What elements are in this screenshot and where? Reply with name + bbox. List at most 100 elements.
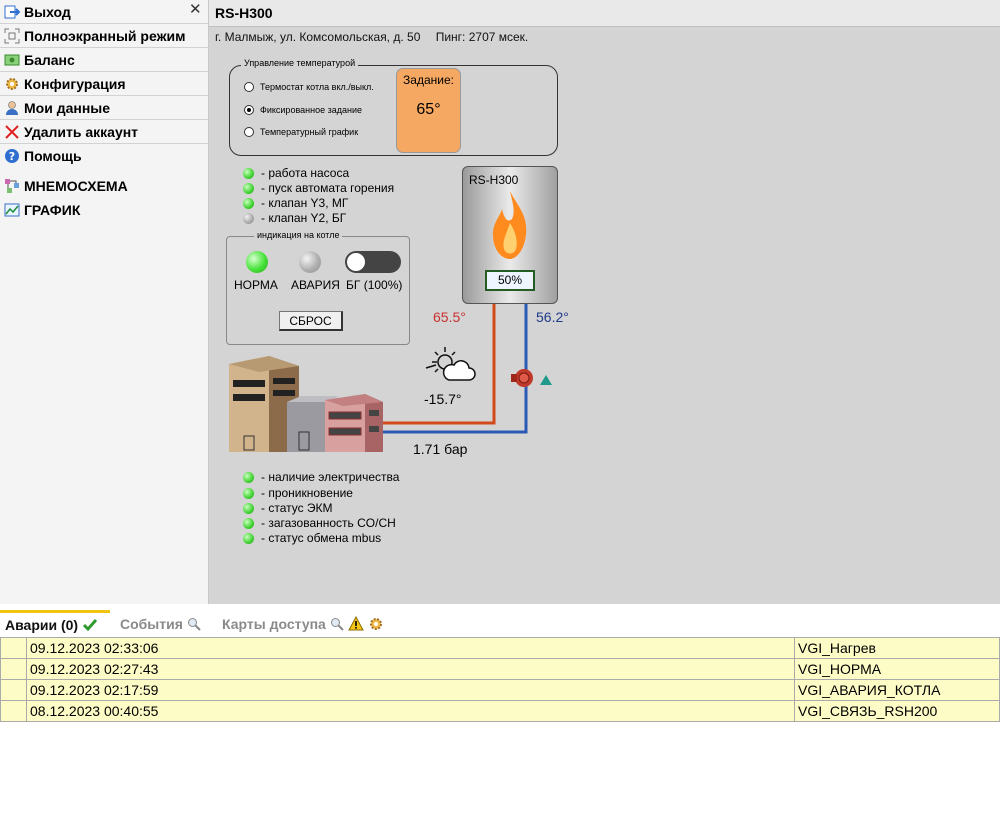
radio-thermostat[interactable]: Термостат котла вкл./выкл. — [244, 82, 374, 92]
status-led-icon — [243, 502, 254, 514]
menu-my-data[interactable]: Мои данные — [0, 96, 208, 120]
weather-sun-cloud-icon — [425, 347, 476, 381]
tab-access-cards[interactable]: Карты доступа — [217, 610, 402, 637]
menu-exit-label: Выход — [24, 3, 71, 20]
table-row[interactable]: 09.12.2023 02:33:06 VGI_Нагрев — [0, 637, 1000, 659]
radio-button[interactable] — [244, 127, 254, 137]
alarm-label: АВАРИЯ — [291, 278, 340, 292]
status-led-icon — [243, 517, 254, 529]
indicator-pump: - работа насоса — [243, 166, 349, 180]
indicator-label: - наличие электричества — [261, 470, 400, 484]
alarm-time-cell: 09.12.2023 02:17:59 — [26, 679, 795, 701]
toggle-knob[interactable] — [347, 253, 365, 271]
indicator-gas: - загазованность CO/CH — [243, 516, 396, 530]
menu-balance[interactable]: Баланс — [0, 48, 208, 72]
alarm-led-icon — [299, 251, 321, 273]
delete-icon — [3, 124, 21, 140]
outdoor-temperature: -15.7° — [424, 391, 462, 407]
alarm-event-cell: VGI_АВАРИЯ_КОТЛА — [794, 679, 1000, 701]
row-marker-cell — [0, 658, 27, 680]
warning-icon[interactable] — [348, 616, 364, 631]
alarm-time-cell: 09.12.2023 02:33:06 — [26, 637, 795, 659]
indicator-label: - проникновение — [261, 486, 353, 500]
info-line: г. Малмыж, ул. Комсомольская, д. 50 Пинг… — [215, 30, 540, 44]
menu-exit[interactable]: Выход — [0, 0, 208, 24]
alarm-event-cell: VGI_Нагрев — [794, 637, 1000, 659]
tab-alarms[interactable]: Аварии (0) — [0, 610, 110, 637]
menu-schema[interactable]: МНЕМОСХЕМА — [0, 174, 208, 198]
status-led-icon — [243, 471, 254, 483]
menu-configuration[interactable]: Конфигурация — [0, 72, 208, 96]
building-icon — [229, 356, 383, 452]
norma-label: НОРМА — [234, 278, 278, 292]
indicator-valve-y2: - клапан Y2, БГ — [243, 211, 346, 225]
table-row[interactable]: 09.12.2023 02:17:59 VGI_АВАРИЯ_КОТЛА — [0, 679, 1000, 701]
supply-temperature: 65.5° — [433, 309, 466, 325]
indicator-label: - клапан Y3, МГ — [261, 196, 349, 210]
tab-events[interactable]: События — [115, 610, 215, 637]
setpoint-label: Задание: — [403, 73, 454, 87]
menu-balance-label: Баланс — [24, 51, 75, 68]
status-led-icon — [243, 167, 254, 179]
main-panel: RS-H300 г. Малмыж, ул. Комсомольская, д.… — [209, 0, 1000, 604]
menu-schema-label: МНЕМОСХЕМА — [24, 178, 128, 194]
radio-thermostat-label: Термостат котла вкл./выкл. — [260, 82, 374, 92]
boiler-indication-legend: индикация на котле — [254, 230, 343, 240]
page-title: RS-H300 — [209, 0, 1000, 27]
status-led-icon — [243, 487, 254, 499]
indicator-valve-y3: - клапан Y3, МГ — [243, 196, 348, 210]
alarms-table: 09.12.2023 02:33:06 VGI_Нагрев 09.12.202… — [0, 637, 1000, 722]
sidebar: ✕ Выход Полноэкранный режим Баланс Конфи… — [0, 0, 209, 604]
exit-icon — [3, 4, 21, 20]
alarm-event-cell: VGI_НОРМА — [794, 658, 1000, 680]
alarm-event-cell: VGI_СВЯЗЬ_RSH200 — [794, 700, 1000, 722]
boiler-name: RS-H300 — [469, 173, 519, 187]
bg-label: БГ (100%) — [346, 278, 403, 292]
row-marker-cell — [0, 637, 27, 659]
chart-icon — [3, 202, 21, 218]
return-temperature: 56.2° — [536, 309, 569, 325]
menu-fullscreen-label: Полноэкранный режим — [24, 27, 186, 44]
status-led-icon — [243, 182, 254, 194]
radio-fixed-setpoint[interactable]: Фиксированное задание — [244, 105, 362, 115]
indicator-electricity: - наличие электричества — [243, 470, 399, 484]
svg-text:?: ? — [9, 150, 15, 163]
search-icon — [330, 617, 344, 631]
radio-temperature-schedule-label: Температурный график — [260, 127, 359, 137]
fullscreen-icon — [3, 28, 21, 44]
return-pipe — [379, 304, 528, 434]
boiler-power-value: 50% — [485, 270, 535, 291]
tab-alarms-label: Аварии (0) — [5, 617, 79, 633]
money-icon — [3, 52, 21, 68]
menu-fullscreen[interactable]: Полноэкранный режим — [0, 24, 208, 48]
radio-button[interactable] — [244, 82, 254, 92]
gear-icon[interactable] — [368, 616, 384, 632]
indicator-label: - загазованность CO/CH — [261, 516, 396, 530]
bg-toggle-switch[interactable] — [345, 251, 401, 273]
flame-icon — [492, 191, 527, 259]
status-led-icon — [243, 212, 254, 224]
menu-help-label: Помощь — [24, 148, 82, 164]
checkmark-icon — [82, 618, 98, 632]
radio-temperature-schedule[interactable]: Температурный график — [244, 127, 358, 137]
indicator-label: - статус ЭКМ — [261, 501, 333, 515]
radio-button-selected[interactable] — [244, 105, 254, 115]
row-marker-cell — [0, 700, 27, 722]
search-icon — [187, 617, 201, 631]
status-led-icon — [243, 197, 254, 209]
menu-chart[interactable]: ГРАФИК — [0, 198, 208, 222]
indicator-label: - пуск автомата горения — [261, 181, 395, 195]
reset-button[interactable]: СБРОС — [279, 311, 343, 331]
ping-text: Пинг: 2707 мсек. — [435, 30, 529, 44]
table-row[interactable]: 08.12.2023 00:40:55 VGI_СВЯЗЬ_RSH200 — [0, 700, 1000, 722]
menu-delete-account[interactable]: Удалить аккаунт — [0, 120, 208, 144]
menu-help[interactable]: ? Помощь — [0, 144, 208, 168]
close-sidebar-icon[interactable]: ✕ — [189, 1, 202, 18]
temperature-control-panel: Управление температурой Термостат котла … — [229, 58, 558, 156]
tab-events-label: События — [120, 615, 183, 632]
setpoint-box[interactable]: Задание: 65° — [396, 68, 461, 153]
status-led-icon — [243, 532, 254, 544]
boiler-unit[interactable]: RS-H300 50% — [462, 166, 558, 304]
table-row[interactable]: 09.12.2023 02:27:43 VGI_НОРМА — [0, 658, 1000, 680]
indicator-mbus: - статус обмена mbus — [243, 531, 381, 545]
